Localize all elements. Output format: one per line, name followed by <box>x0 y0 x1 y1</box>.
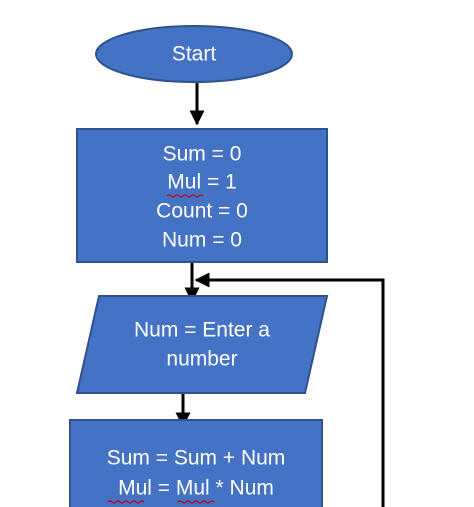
init-line-sum: Sum = 0 <box>163 143 242 166</box>
input-line-1: Num = Enter a <box>134 319 270 342</box>
process-line-sum: Sum = Sum + Num <box>107 447 286 470</box>
spellcheck-underline-mul-init <box>166 194 204 198</box>
node-init: Sum = 0 Mul = 1 Count = 0 Num = 0 <box>76 128 328 263</box>
node-start: Start <box>95 25 293 83</box>
spellcheck-underline-mul-process-1 <box>107 500 145 504</box>
edges <box>175 82 385 507</box>
init-line-mul: Mul = 1 <box>167 171 236 194</box>
input-line-2: number <box>166 348 237 371</box>
init-line-count: Count = 0 <box>156 200 248 223</box>
node-process: Sum = Sum + Num Mul = Mul * Num <box>69 419 323 507</box>
edge-process-loop-back-to-input <box>194 272 385 507</box>
input-parallelogram <box>75 295 329 394</box>
process-line-mul: Mul = Mul * Num <box>118 477 274 500</box>
spellcheck-underline-mul-process-2 <box>177 500 215 504</box>
process-rectangle <box>69 419 323 507</box>
start-ellipse <box>95 25 293 83</box>
start-label: Start <box>172 43 217 66</box>
init-line-num: Num = 0 <box>162 229 242 252</box>
node-input: Num = Enter a number <box>75 295 329 394</box>
